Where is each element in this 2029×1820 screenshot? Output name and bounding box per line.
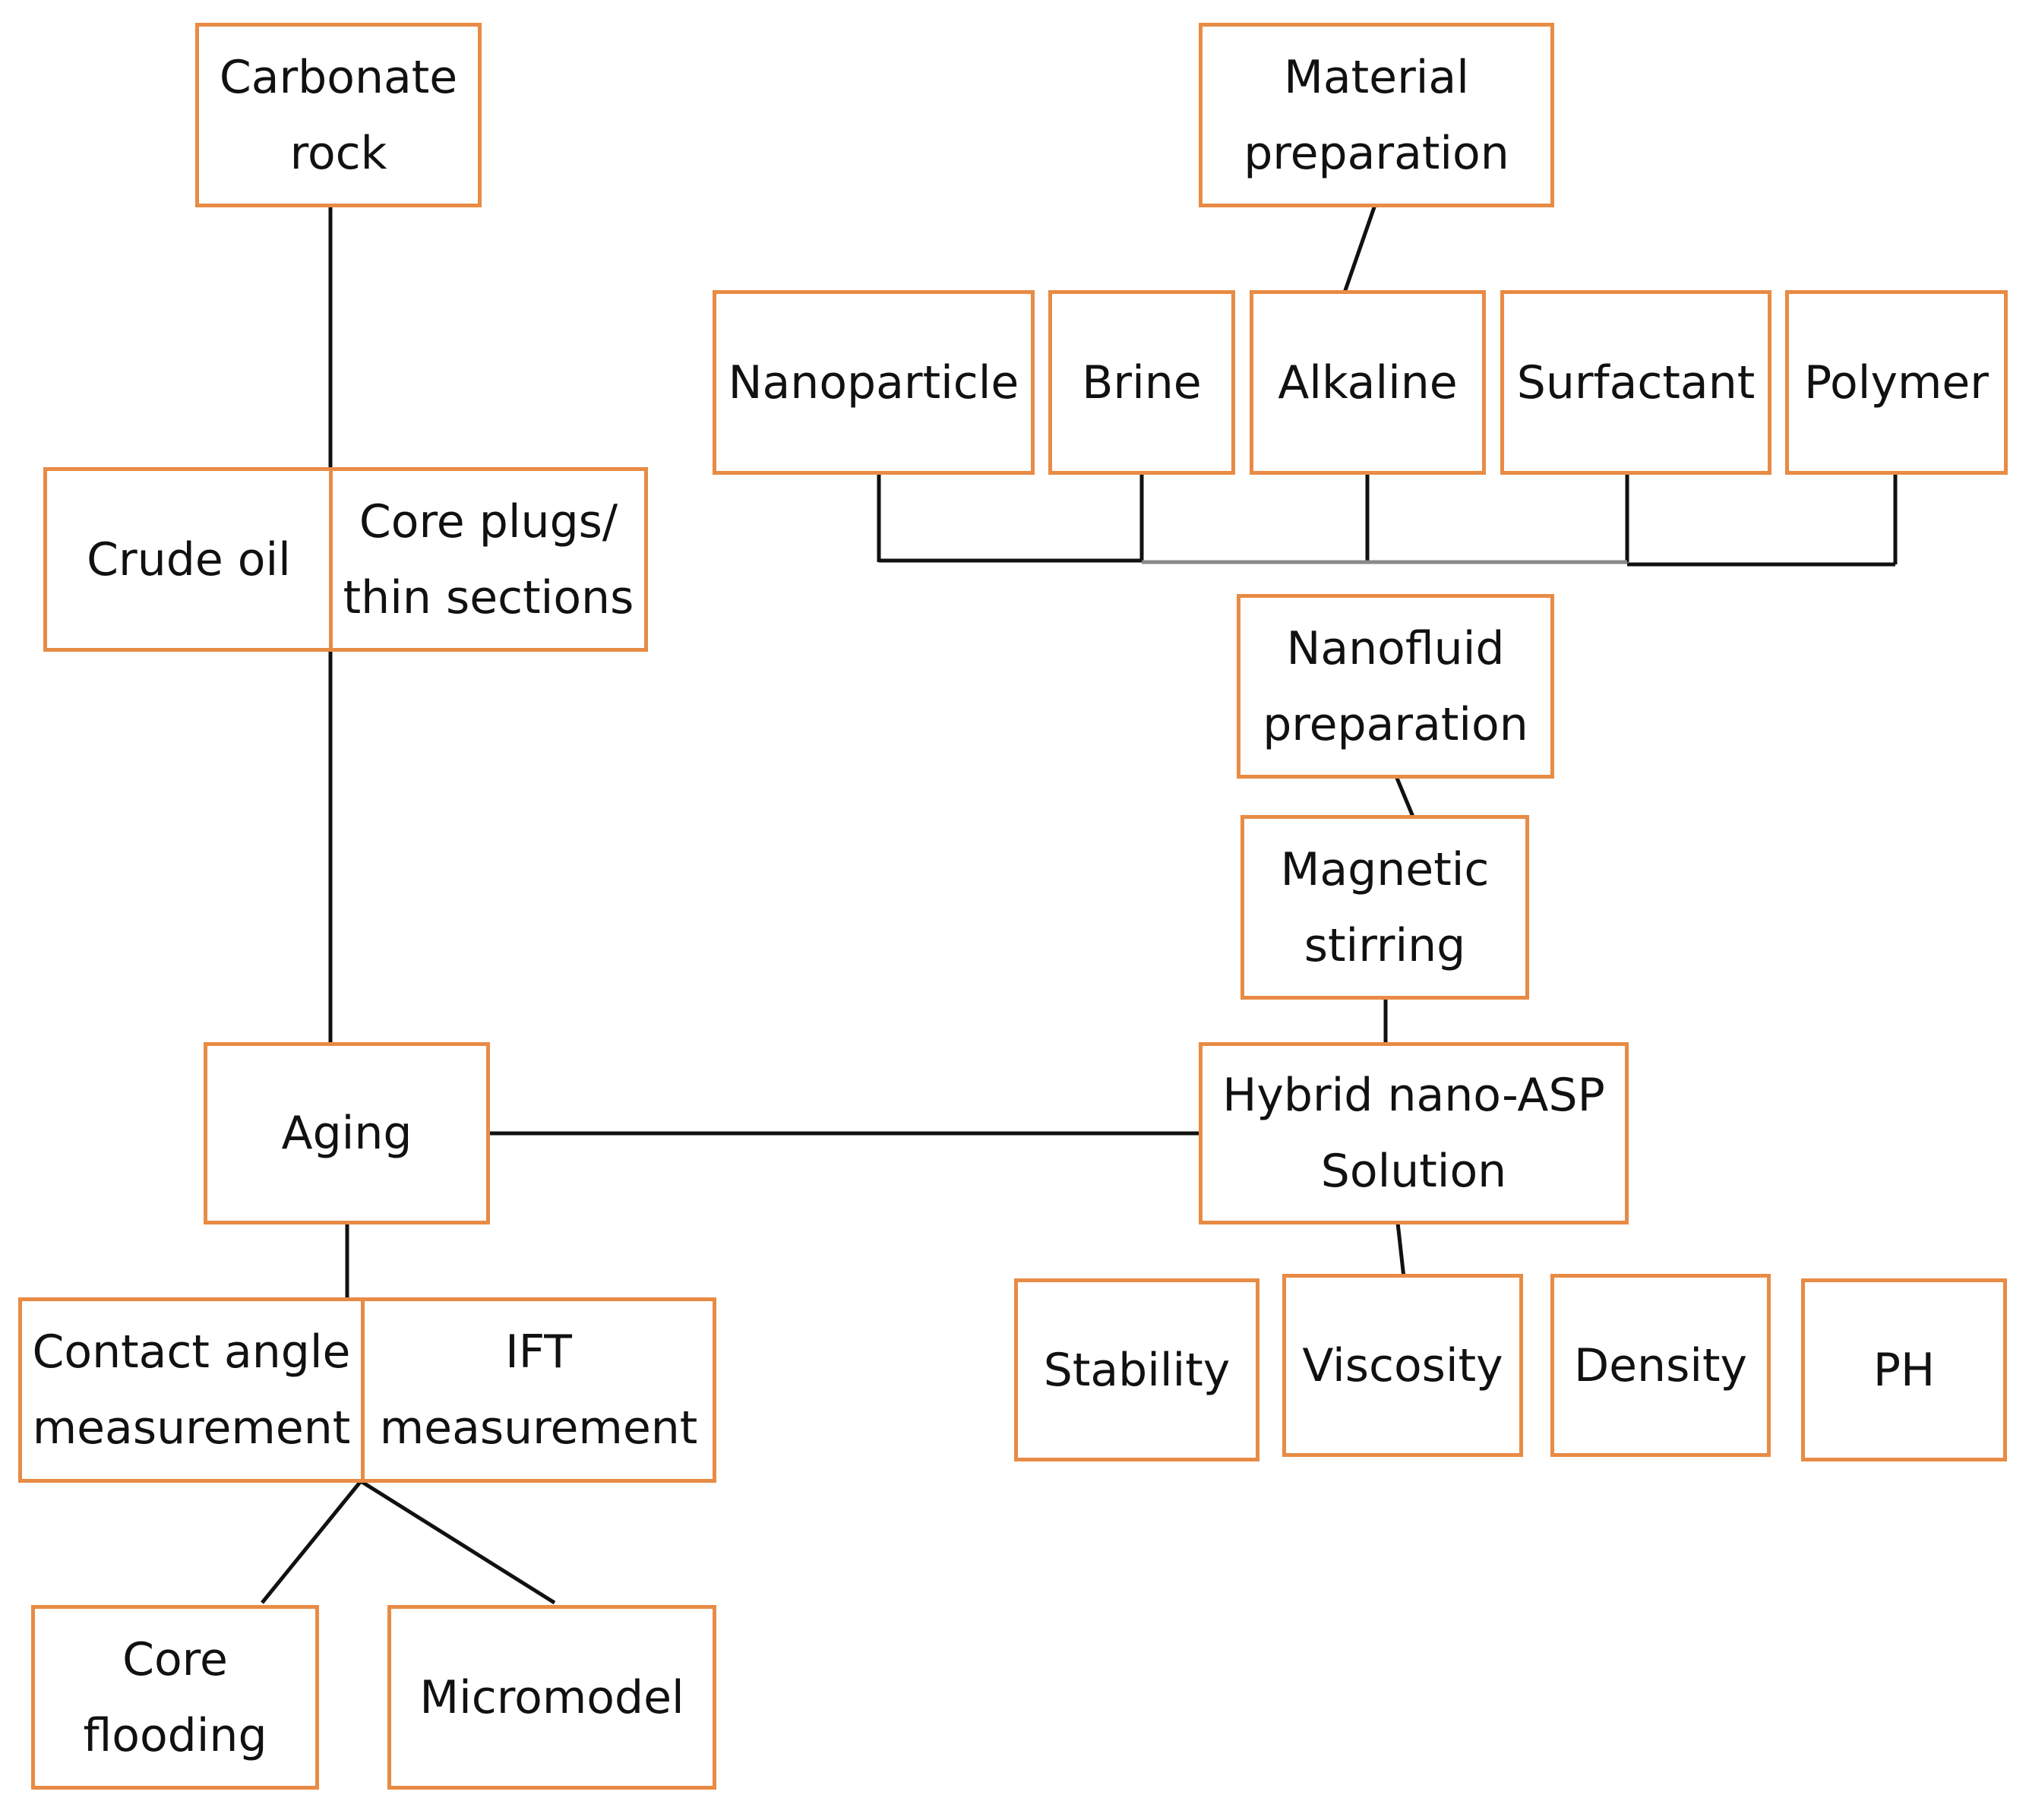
carbonate-rock-label: Carbonate rock xyxy=(219,50,458,180)
nanoparticle-box: Nanoparticle xyxy=(713,290,1035,475)
micromodel-box: Micromodel xyxy=(387,1605,716,1790)
viscosity-box: Viscosity xyxy=(1282,1274,1523,1457)
material-preparation-box: Material preparation xyxy=(1199,23,1554,207)
magnetic-stirring-label: Magnetic stirring xyxy=(1280,842,1490,972)
core-flooding-box: Core flooding xyxy=(31,1605,319,1790)
hybrid-solution-box: Hybrid nano-ASP Solution xyxy=(1199,1042,1629,1224)
ift-measurement-label: IFT measurement xyxy=(379,1326,698,1455)
surfactant-box: Surfactant xyxy=(1500,290,1771,475)
carbonate-rock-box: Carbonate rock xyxy=(195,23,482,207)
connector-measurement-to-coreflooding xyxy=(261,1480,362,1604)
material-preparation-label: Material preparation xyxy=(1244,50,1509,180)
nanofluid-preparation-label: Nanofluid preparation xyxy=(1263,621,1528,751)
ph-label: PH xyxy=(1873,1343,1936,1397)
ift-measurement-box: IFT measurement xyxy=(361,1297,716,1483)
contact-angle-label: Contact angle measurement xyxy=(32,1326,351,1455)
alkaline-box: Alkaline xyxy=(1250,290,1486,475)
brine-label: Brine xyxy=(1082,355,1202,409)
density-box: Density xyxy=(1550,1274,1771,1457)
hybrid-solution-label: Hybrid nano-ASP Solution xyxy=(1222,1069,1605,1198)
nanofluid-preparation-box: Nanofluid preparation xyxy=(1237,594,1554,779)
ph-box: PH xyxy=(1801,1278,2007,1461)
polymer-label: Polymer xyxy=(1804,355,1989,409)
aging-box: Aging xyxy=(204,1042,490,1224)
crude-oil-label: Crude oil xyxy=(87,532,291,586)
core-plugs-label: Core plugs/ thin sections xyxy=(343,494,634,624)
contact-angle-box: Contact angle measurement xyxy=(18,1297,365,1483)
aging-label: Aging xyxy=(281,1107,412,1160)
core-plugs-box: Core plugs/ thin sections xyxy=(329,467,648,652)
micromodel-label: Micromodel xyxy=(419,1670,684,1724)
viscosity-label: Viscosity xyxy=(1302,1338,1503,1392)
stability-label: Stability xyxy=(1043,1343,1231,1397)
magnetic-stirring-box: Magnetic stirring xyxy=(1240,815,1529,1000)
polymer-box: Polymer xyxy=(1785,290,2008,475)
connector-nanofluid-to-stirring xyxy=(1394,776,1415,817)
nanoparticle-label: Nanoparticle xyxy=(728,355,1019,409)
surfactant-label: Surfactant xyxy=(1516,355,1756,409)
connector-measurement-to-micromodel xyxy=(359,1479,556,1605)
connector-material-to-alkaline xyxy=(1342,204,1377,293)
stability-box: Stability xyxy=(1014,1278,1259,1461)
alkaline-label: Alkaline xyxy=(1278,355,1458,409)
core-flooding-label: Core flooding xyxy=(83,1632,267,1762)
crude-oil-box: Crude oil xyxy=(43,467,334,652)
density-label: Density xyxy=(1573,1338,1748,1392)
brine-box: Brine xyxy=(1048,290,1235,475)
